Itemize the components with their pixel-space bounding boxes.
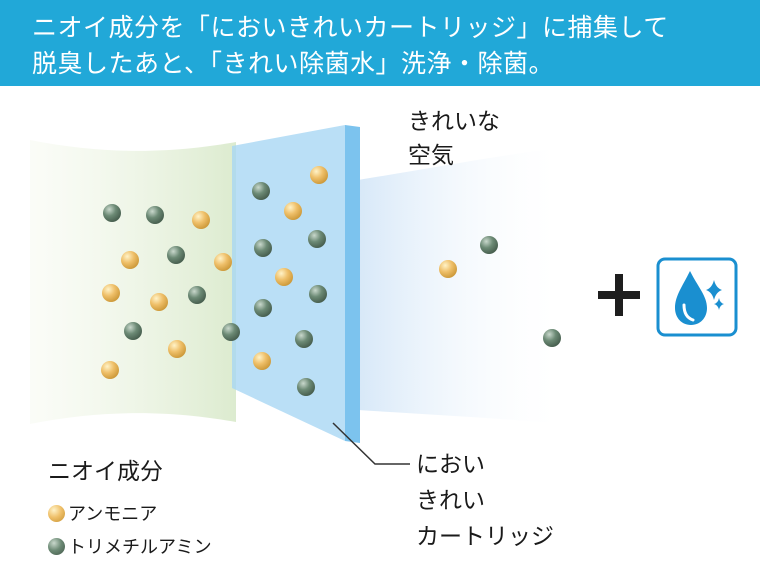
cartridge-label-line-3: カートリッジ [416, 524, 554, 550]
trimethylamine-molecule [188, 286, 206, 304]
ammonia-molecule [275, 268, 293, 286]
legend-item-ammonia: アンモニア [48, 500, 157, 526]
legend-title: ニオイ成分 [48, 459, 163, 485]
cartridge-label-line-2: きれい [416, 488, 485, 514]
molecules-captured-in-filter [252, 166, 328, 396]
cartridge-label-line-1: におい [416, 452, 485, 478]
trimethylamine-molecule [295, 330, 313, 348]
ammonia-molecule [284, 202, 302, 220]
ammonia-molecule [214, 253, 232, 271]
trimethylamine-molecule [543, 329, 561, 347]
ammonia-molecule [168, 340, 186, 358]
trimethylamine-molecule [254, 239, 272, 257]
ammonia-molecule [310, 166, 328, 184]
ammonia-molecule [150, 293, 168, 311]
ammonia-molecule [101, 361, 119, 379]
cartridge-leader-line [332, 422, 410, 465]
ammonia-molecule [253, 352, 271, 370]
trimethylamine-molecule [480, 236, 498, 254]
trimethylamine-molecule [167, 246, 185, 264]
trimethylamine-molecule [146, 206, 164, 224]
plus-icon [598, 274, 640, 316]
molecules-after-filter [439, 236, 561, 347]
trimethylamine-molecule [252, 182, 270, 200]
trimethylamine-molecule [124, 322, 142, 340]
trimethylamine-molecule [254, 299, 272, 317]
legend-label-ammonia: アンモニア [68, 504, 158, 525]
ammonia-molecule [192, 211, 210, 229]
clean-airflow-right [358, 148, 560, 424]
trimethylamine-molecule [222, 323, 240, 341]
trimethylamine-molecule [309, 285, 327, 303]
legend-label-trimethylamine: トリメチルアミン [68, 537, 212, 558]
molecules-before-filter [101, 204, 240, 379]
water-drop-sparkle-icon [656, 257, 738, 337]
cartridge-filter-side [345, 125, 360, 443]
trimethylamine-molecule [308, 230, 326, 248]
legend-item-trimethylamine: トリメチルアミン [48, 533, 212, 559]
odor-airflow-left [30, 140, 236, 424]
trimethylamine-swatch-icon [48, 537, 65, 555]
banner-line-2: 脱臭したあと、「きれい除菌水」洗浄・除菌。 [32, 49, 555, 78]
ammonia-molecule [102, 284, 120, 302]
banner-line-1: ニオイ成分を「においきれいカートリッジ」に捕集して [32, 13, 669, 42]
header-banner: ニオイ成分を「においきれいカートリッジ」に捕集して 脱臭したあと、「きれい除菌水… [0, 0, 760, 86]
ammonia-molecule [121, 251, 139, 269]
clean-air-label-line-1: きれいな [408, 109, 500, 135]
clean-air-label-line-2: 空気 [408, 143, 454, 169]
ammonia-swatch-icon [48, 504, 65, 522]
trimethylamine-molecule [297, 378, 315, 396]
ammonia-molecule [439, 260, 457, 278]
trimethylamine-molecule [103, 204, 121, 222]
